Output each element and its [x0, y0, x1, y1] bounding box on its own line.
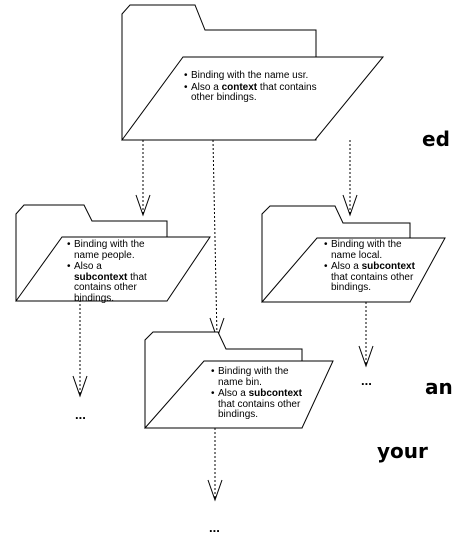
node-local-bullet-2-prefix: Also a [331, 261, 362, 272]
node-people-bullet-1-text: Binding with the name people. [74, 239, 145, 261]
node-people-bullet-2-bold: subcontext [74, 271, 128, 283]
node-local-description: Binding with the name local. Also a subc… [324, 239, 419, 295]
node-people-description: Binding with the name people. Also a sub… [67, 239, 147, 305]
node-local-bullet-1-text: Binding with the name local. [331, 239, 402, 261]
node-usr-bullet-2-prefix: Also a [191, 81, 222, 93]
node-local-bullet-1: Binding with the name local. [324, 239, 419, 261]
node-local-bullet-2-bold: subcontext [361, 261, 415, 272]
node-bin-bullet-2-bold: subcontext [248, 388, 302, 399]
ellipsis-bin: ... [209, 520, 220, 535]
node-people-bullet-2-prefix: Also a [74, 261, 102, 272]
node-bin-bullet-1-text: Binding with the name bin. [218, 366, 289, 388]
node-bin-description: Binding with the name bin. Also a subcon… [211, 366, 303, 422]
background-text-fragment-2: an [425, 375, 453, 399]
node-bin-bullet-2: Also a subcontext that contains other bi… [211, 388, 303, 421]
node-bin-bullet-2-prefix: Also a [218, 388, 249, 399]
node-usr-bullet-1: Binding with the name usr. [184, 70, 334, 82]
ellipsis-people: ... [75, 407, 86, 422]
node-usr-bullet-2-suffix: that contains other bindings. [191, 81, 317, 103]
node-usr-bullet-1-text: Binding with the name usr. [191, 70, 309, 81]
node-usr-bullet-2-bold: context [221, 81, 258, 93]
node-bin-bullet-2-suffix: that contains other bindings. [218, 398, 301, 420]
arrowhead-people [135, 194, 151, 217]
arrowhead-local-more [358, 345, 374, 368]
arrowhead-bin-more [207, 479, 223, 502]
node-people-bullet-2: Also a subcontext that contains other bi… [67, 261, 147, 304]
arrowhead-people-more [72, 375, 88, 398]
ellipsis-local: ... [361, 373, 372, 388]
node-usr-bullet-2: Also a context that contains other bindi… [184, 81, 334, 104]
node-local-bullet-2-suffix: that contains other bindings. [331, 271, 414, 293]
node-usr-description: Binding with the name usr. Also a contex… [184, 70, 334, 105]
node-people-bullet-2-suffix: that contains other bindings. [74, 271, 147, 304]
edge-usr-to-bin [212, 139, 218, 339]
node-bin-bullet-1: Binding with the name bin. [211, 366, 303, 388]
background-text-fragment-1: ed [422, 127, 450, 151]
arrowhead-local [342, 194, 358, 217]
background-text-fragment-3: your [377, 439, 428, 463]
node-local-bullet-2: Also a subcontext that contains other bi… [324, 261, 419, 294]
node-people-bullet-1: Binding with the name people. [67, 239, 147, 261]
edges [72, 139, 374, 502]
